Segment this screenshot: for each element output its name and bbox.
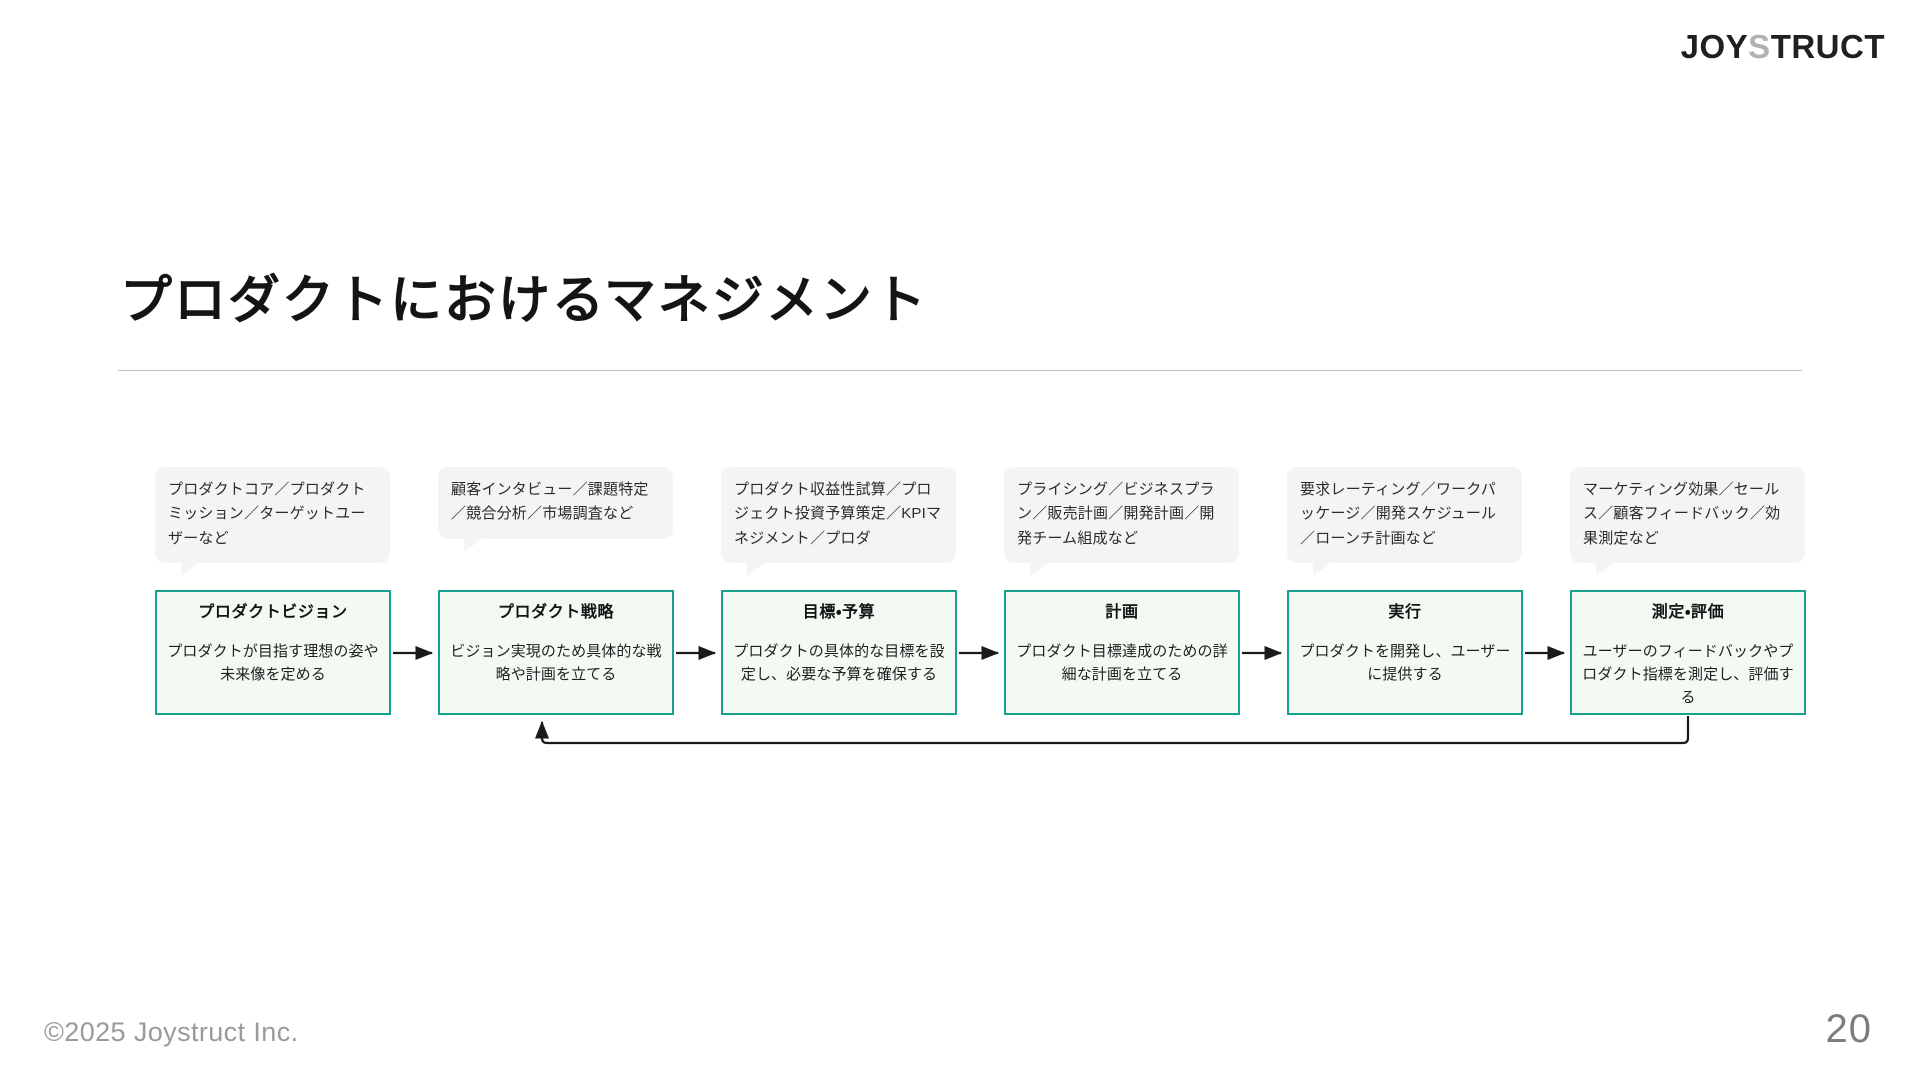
callout-text: 顧客インタビュー／課題特定／競合分析／市場調査など [451,481,649,523]
stage-box-execution[interactable]: 実行 プロダクトを開発し、ユーザーに提供する [1287,590,1523,715]
stage-box-measure-evaluate[interactable]: 測定・評価 ユーザーのフィードバックやプロダクト指標を測定し、評価する [1570,590,1806,715]
page-title: プロダクトにおけるマネジメント [120,272,928,330]
callout-tail [1030,559,1052,576]
callout-stage-4: プライシング／ビジネスプラン／販売計画／開発計画／開発チーム組成など [1004,467,1239,576]
logo-text-accent: S [1748,28,1771,65]
stage-box-product-vision[interactable]: プロダクトビジョン プロダクトが目指す理想の姿や未来像を定める [155,590,391,715]
callout-tail [181,559,203,576]
copyright-text: ©2025 Joystruct Inc. [44,1017,299,1047]
stage-description: ビジョン実現のため具体的な戦略や計画を立てる [450,642,662,684]
stage-title: プロダクト戦略 [497,604,615,621]
stage-box-product-strategy[interactable]: プロダクト戦略 ビジョン実現のため具体的な戦略や計画を立てる [438,590,674,715]
callout-text: マーケティング効果／セールス／顧客フィードバック／効果測定など [1583,481,1781,547]
title-divider [118,370,1802,371]
stage-description: プロダクトの具体的な目標を設定し、必要な予算を確保する [733,642,945,684]
stage-title: 実行 [1388,604,1422,621]
callout-tail [464,535,486,552]
callout-text: プロダクトコア／プロダクトミッション／ターゲットユーザーなど [168,481,366,547]
arrow-feedback-loop [534,716,1690,745]
callout-tail [747,559,769,576]
callout-stage-6: マーケティング効果／セールス／顧客フィードバック／効果測定など [1570,467,1805,576]
logo-text-part3: TRUCT [1770,28,1885,65]
stage-box-goal-budget[interactable]: 目標・予算 プロダクトの具体的な目標を設定し、必要な予算を確保する [721,590,957,715]
callout-text: 要求レーティング／ワークパッケージ／開発スケジュール／ローンチ計画など [1300,481,1497,547]
callout-stage-5: 要求レーティング／ワークパッケージ／開発スケジュール／ローンチ計画など [1287,467,1522,576]
stage-description: プロダクト目標達成のための詳細な計画を立てる [1016,642,1228,684]
logo-text-part1: JOY [1680,28,1749,65]
callout-text: プロダクト収益性試算／プロジェクト投資予算策定／KPIマネジメント／プロダ [734,481,942,547]
stage-box-planning[interactable]: 計画 プロダクト目標達成のための詳細な計画を立てる [1004,590,1240,715]
callout-stage-2: 顧客インタビュー／課題特定／競合分析／市場調査など [438,467,673,552]
stage-description: ユーザーのフィードバックやプロダクト指標を測定し、評価する [1582,642,1794,707]
callout-text: プライシング／ビジネスプラン／販売計画／開発計画／開発チーム組成など [1017,481,1215,547]
joystruct-logo: JOYSTRUCT [1681,30,1885,63]
callout-tail [1313,559,1335,576]
callout-stage-1: プロダクトコア／プロダクトミッション／ターゲットユーザーなど [155,467,390,576]
callout-stage-3: プロダクト収益性試算／プロジェクト投資予算策定／KPIマネジメント／プロダ [721,467,956,576]
stage-title: 計画 [1105,604,1139,621]
stage-title: 測定・評価 [1651,604,1725,621]
stage-title: プロダクトビジョン [198,604,348,621]
stage-description: プロダクトを開発し、ユーザーに提供する [1299,642,1511,684]
callout-tail [1596,559,1618,576]
page-number: 20 [1825,1007,1872,1051]
stage-title: 目標・予算 [802,604,876,621]
stage-description: プロダクトが目指す理想の姿や未来像を定める [167,642,379,684]
